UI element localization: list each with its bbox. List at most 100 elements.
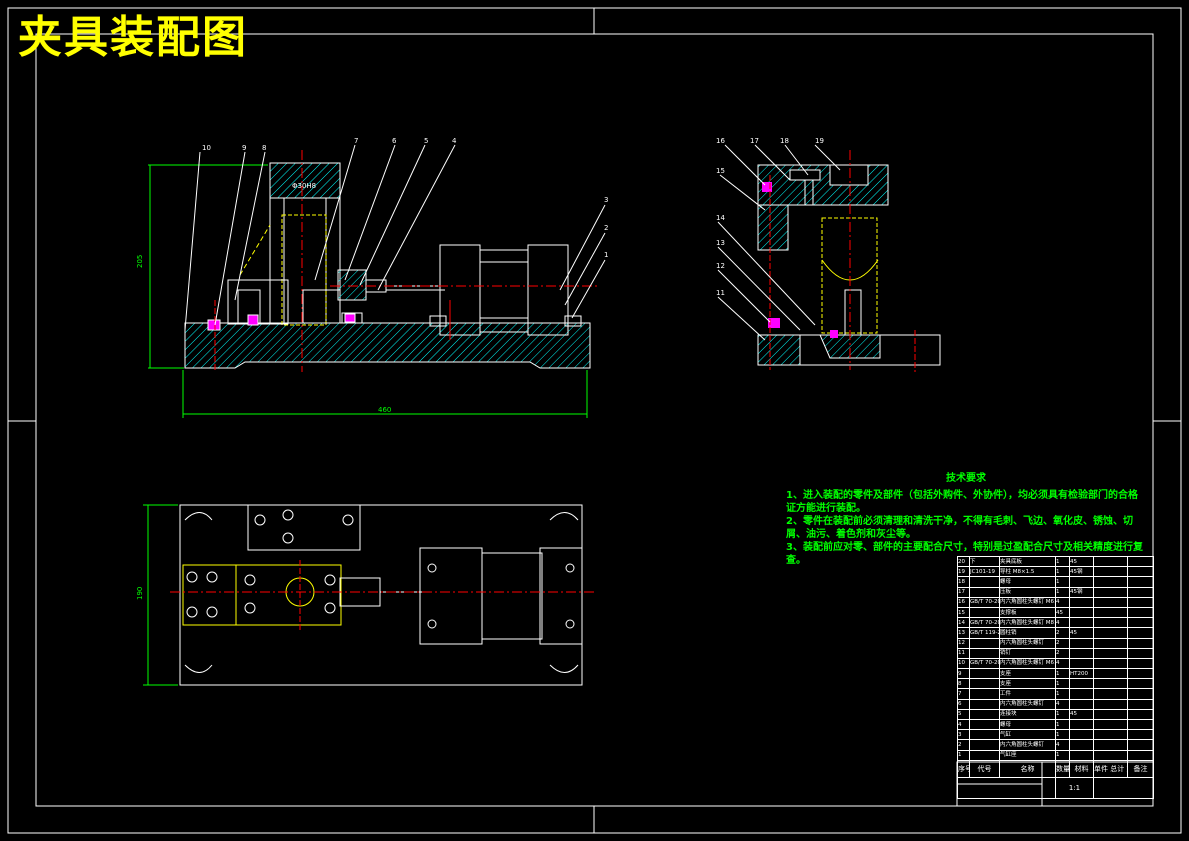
bom-cell: 气缸 <box>999 729 1056 741</box>
bom-cell: 1 <box>1055 729 1070 741</box>
bom-cell: 导柱 M8×1.5 <box>999 566 1056 578</box>
bom-cell: GB/T 70-2000 <box>969 657 1000 670</box>
bom-cell <box>1069 749 1094 761</box>
bom-cell: 11 <box>957 647 970 659</box>
bom-cell <box>969 678 1000 690</box>
bom-cell <box>1127 708 1154 721</box>
front-label-6: 6 <box>392 137 397 145</box>
bom-cell <box>1093 688 1128 700</box>
bom-cell: 内六角圆柱头螺钉 <box>999 698 1056 710</box>
bom-cell: 支撑板 <box>999 606 1056 619</box>
bom-cell <box>1127 688 1154 700</box>
front-label-4: 4 <box>452 137 457 145</box>
bom-cell <box>969 647 1000 659</box>
bom-cell <box>1069 729 1094 741</box>
bom-header-cell: 代号 <box>969 759 1000 778</box>
bom-cell <box>969 586 1000 598</box>
bom-cell <box>969 637 1000 649</box>
bom-cell <box>1093 566 1128 578</box>
bom-cell <box>1127 729 1154 741</box>
bom-cell: 支座 <box>999 678 1056 690</box>
scale-cell: 1:1 <box>1055 776 1094 799</box>
bom-cell <box>969 749 1000 761</box>
bom-cell <box>969 718 1000 731</box>
bom-header-cell: 备注 <box>1127 759 1154 778</box>
bom-cell: 3 <box>957 729 970 741</box>
bom-cell: 1 <box>1055 708 1070 721</box>
bom-cell <box>1127 668 1154 680</box>
bom-cell: 1 <box>1055 749 1070 761</box>
bom-cell: JC101-19 <box>969 566 1000 578</box>
bom-header-cell: 名称 <box>999 759 1056 778</box>
bom-cell: 连接块 <box>999 708 1056 721</box>
bom-cell: 5 <box>957 708 970 721</box>
bom-cell: 下 <box>969 555 1000 568</box>
bom-header-cell: 材料 <box>1069 759 1094 778</box>
dim-top-height: 190 <box>136 587 144 600</box>
bom-cell: 45钢 <box>1069 566 1094 578</box>
bom-cell: 1 <box>1055 555 1070 568</box>
front-label-7: 7 <box>354 137 358 145</box>
bom-cell <box>1093 678 1128 690</box>
side-label-14: 14 <box>716 214 725 222</box>
bom-cell <box>1069 606 1094 619</box>
bom-cell <box>1093 637 1128 649</box>
bom-cell <box>1093 555 1128 568</box>
technical-requirements: 技术要求 1、进入装配的零件及部件（包括外购件、外协件），均必须具有检验部门的合… <box>786 472 1146 567</box>
bom-cell: 夹具底板 <box>999 555 1056 568</box>
bom-cell: 4 <box>1055 739 1070 751</box>
bom-cell: 16 <box>957 596 970 608</box>
bom-cell: 19 <box>957 566 970 578</box>
front-label-2: 2 <box>604 224 608 232</box>
bom-cell <box>1093 729 1128 741</box>
bom-cell: 45 <box>1055 606 1070 619</box>
bom-cell <box>1093 708 1128 721</box>
bom-cell: 4 <box>957 718 970 731</box>
bom-cell: 45 <box>1069 627 1094 639</box>
bom-cell: 1 <box>957 749 970 761</box>
bom-cell <box>1069 596 1094 608</box>
front-label-1: 1 <box>604 251 608 259</box>
tech-item-2: 2、零件在装配前必须清理和清洗干净，不得有毛刺、飞边、氧化皮、锈蚀、切屑、油污、… <box>786 516 1133 540</box>
bom-cell: 圆柱销 <box>999 627 1056 639</box>
front-label-3: 3 <box>604 196 608 204</box>
bom-cell: 1 <box>1055 718 1070 731</box>
tech-item-1: 1、进入装配的零件及部件（包括外购件、外协件），均必须具有检验部门的合格证方能进… <box>786 490 1138 514</box>
bom-cell <box>969 688 1000 700</box>
bom-cell: 1 <box>1055 688 1070 700</box>
bom-cell: HT200 <box>1069 668 1094 680</box>
bom-cell: 45 <box>1069 708 1094 721</box>
side-label-13: 13 <box>716 239 725 247</box>
bom-cell <box>1127 698 1154 710</box>
bom-cell <box>1127 627 1154 639</box>
bom-cell <box>1069 698 1094 710</box>
bom-cell <box>1127 657 1154 670</box>
bom-cell <box>1127 576 1154 588</box>
bom-cell <box>1069 637 1094 649</box>
front-label-5: 5 <box>424 137 428 145</box>
bom-cell: 1 <box>1055 678 1070 690</box>
bom-cell <box>1069 688 1094 700</box>
bom-cell <box>969 708 1000 721</box>
bom-cell: 8 <box>957 678 970 690</box>
bom-cell <box>969 606 1000 619</box>
bore-note: Φ30H8 <box>292 182 316 190</box>
bom-header-cell: 数量 <box>1055 759 1070 778</box>
tech-heading: 技术要求 <box>946 473 986 484</box>
bom-cell <box>1093 749 1128 761</box>
